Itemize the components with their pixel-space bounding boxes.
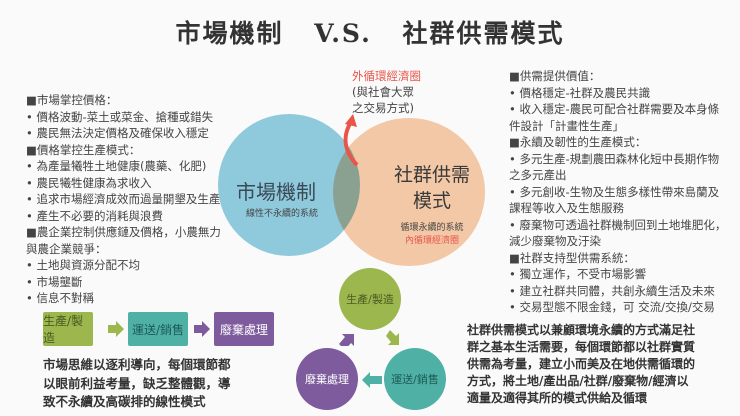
note-line: 供需為考量，建立小而美及在地供需循環的 xyxy=(467,357,696,371)
cycle-arrow-icon xyxy=(362,372,382,388)
note-line: 群之基本生活需要，每個環節都以社群實質 xyxy=(467,340,696,354)
list-item: • 市場壟斷 xyxy=(26,274,83,289)
linear-step-transport: 運送/銷售 xyxy=(128,312,188,346)
arrow-right-icon xyxy=(194,321,210,337)
linear-step-produce: 生產/製造 xyxy=(43,312,93,346)
list-item: ■市場掌控價格： xyxy=(26,93,118,107)
list-item: ■永續及韌性的生產模式： xyxy=(509,135,647,149)
list-item: • 獨立運作，不受市場影響 xyxy=(509,267,646,281)
outer-circle-title: 外循環經濟圈 xyxy=(352,69,421,83)
list-item: 課程等收入及生態服務 xyxy=(509,201,624,215)
list-item: • 收入穩定-農民可配合社群需要及本身條 xyxy=(509,102,720,116)
cycle-step-transport: 運送/銷售 xyxy=(384,348,446,410)
list-item: ■供需提供價值： xyxy=(509,69,601,83)
list-item: 之多元產出 xyxy=(509,168,567,182)
list-item: • 農民無法決定價格及確保收入穩定 xyxy=(26,126,209,140)
list-item: ■社群支持型供需系統： xyxy=(509,250,635,265)
list-item: • 信息不對稱 xyxy=(26,291,94,305)
list-item: • 建立社群共同體，共創永續生活及未來 xyxy=(509,283,715,298)
linear-step-waste: 廢棄處理 xyxy=(214,312,274,346)
list-item: 減少廢棄物及汙染 xyxy=(509,234,601,248)
outer-circle-sub: (與社會大眾 xyxy=(352,85,414,99)
list-item: • 多元生產-規劃農田森林化短中長期作物 xyxy=(509,151,720,166)
community-note: 社群供需模式以兼顧環境永續的方式滿足社群之基本生活需要，每個環節都以社群實質供需… xyxy=(467,322,695,407)
list-item: ■農企業控制供應鏈及價格，小農無力 xyxy=(26,225,221,239)
inner-circle-label: 內循環經濟圈 xyxy=(404,236,459,246)
cycle-step-produce: 生產/製造 xyxy=(339,268,401,330)
outer-arrow-icon xyxy=(343,114,359,167)
page-title: 市場機制 V.S. 社群供需模式 xyxy=(175,19,565,48)
market-title: 市場機制 xyxy=(236,180,316,204)
note-line: 致不永續及高碳排的線性模式 xyxy=(43,394,206,409)
list-item: • 土地與資源分配不均 xyxy=(26,258,140,272)
list-item: • 多元創收-生物及生態多樣性帶來島蘭及 xyxy=(509,184,720,199)
arrow-right-icon xyxy=(108,321,124,337)
note-line: 適量及適得其所的模式供給及循環 xyxy=(467,391,648,405)
list-item: • 交易型態不限金錢，可 交流/交換/交易 xyxy=(509,300,715,314)
list-item: • 價格波動-菜土或菜金、搶種或錯失 xyxy=(26,109,214,124)
outer-circle-sub: 之交易方式) xyxy=(352,101,414,115)
list-item: • 廢棄物可透過社群機制回到土地堆肥化， xyxy=(509,217,727,232)
note-line: 以眼前利益考量，缺乏整體觀，導 xyxy=(43,375,231,391)
list-item: ■價格掌控生產模式： xyxy=(26,142,141,157)
cycle-arrow-icon xyxy=(386,330,399,345)
note-line: 社群供需模式以兼顧環境永續的方式滿足社 xyxy=(467,323,696,337)
list-item: • 追求市場經濟成效而過量開墾及生產 xyxy=(26,192,221,206)
community-title: 模式 xyxy=(412,190,451,212)
market-note: 市場思維以逐利導向，每個環節都以眼前利益考量，缺乏整體觀，導致不永續及高碳排的線… xyxy=(43,356,231,412)
list-item: • 為產量犧牲土地健康(農藥、化肥) xyxy=(26,159,207,173)
list-item: 件設計「計畫性生產」 xyxy=(509,118,624,133)
market-list: ■市場掌控價格： • 價格波動-菜土或菜金、搶種或錯失 • 農民無法決定價格及確保收… xyxy=(26,92,221,307)
cycle-arrow-icon xyxy=(339,334,354,346)
cycle-step-waste: 廢棄處理 xyxy=(296,348,358,410)
list-item: • 產生不必要的消耗與浪費 xyxy=(26,208,163,223)
community-subtitle: 循環永續的系統 xyxy=(400,223,464,233)
list-item: 與農企業競爭： xyxy=(26,241,107,256)
market-subtitle: 線性不永續的系統 xyxy=(246,209,319,219)
community-circle xyxy=(333,118,485,266)
note-line: 方式，將土地/產出品/社群/廢棄物/經濟以 xyxy=(467,374,689,388)
note-line: 市場思維以逐利導向，每個環節都 xyxy=(43,357,231,372)
community-title: 社群供需 xyxy=(393,164,470,186)
list-item: • 價格穩定-社群及農民共識 xyxy=(509,85,651,100)
community-list: ■供需提供價值： • 價格穩定-社群及農民共識 • 收入穩定-農民可配合社群需要及本… xyxy=(509,68,726,316)
list-item: • 農民犧牲健康為求收入 xyxy=(26,175,152,190)
